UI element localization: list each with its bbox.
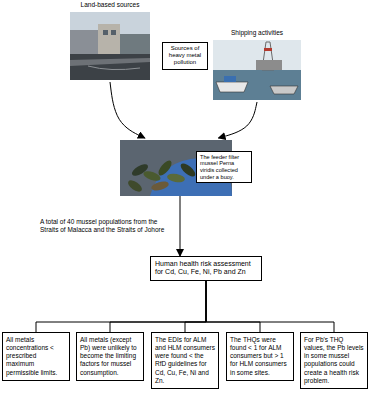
node-text: The THQs were found < 1 for ALM consumer… bbox=[230, 336, 290, 377]
boat bbox=[270, 86, 298, 94]
shore bbox=[70, 58, 150, 66]
building bbox=[98, 24, 120, 56]
node-text: Sources of heavy metal pollution bbox=[165, 45, 205, 67]
connector bbox=[219, 102, 258, 138]
boat-cabin bbox=[224, 76, 236, 82]
connector bbox=[36, 281, 206, 332]
source-box: Sources of heavy metal pollution bbox=[162, 42, 208, 70]
finding-box: For Pb's THQ values, the Pb levels in so… bbox=[300, 332, 368, 389]
building bbox=[70, 30, 100, 56]
finding-box: All metals (except Pb) were unlikely to … bbox=[76, 332, 144, 381]
sea bbox=[213, 70, 301, 100]
finding-box: The THQs were found < 1 for ALM consumer… bbox=[226, 332, 294, 381]
node-text: For Pb's THQ values, the Pb levels in so… bbox=[304, 336, 364, 385]
edge-label: A total of 40 mussel populations from th… bbox=[40, 218, 174, 234]
photo-sky bbox=[213, 40, 301, 100]
rig-deck bbox=[256, 60, 282, 70]
building bbox=[120, 34, 150, 56]
photo-sky bbox=[70, 12, 150, 80]
window bbox=[103, 30, 108, 35]
node-text: The feeder filter mussel Perna viridis c… bbox=[196, 151, 252, 184]
window bbox=[111, 30, 116, 35]
mussel bbox=[166, 172, 185, 183]
node-text: Land-based sources bbox=[81, 0, 140, 8]
mussel bbox=[150, 180, 169, 192]
node-text: All metals concentrations < prescribed m… bbox=[6, 336, 66, 377]
connector bbox=[110, 281, 206, 332]
ripple bbox=[88, 66, 140, 70]
mussel bbox=[126, 178, 144, 194]
mussel bbox=[179, 161, 198, 179]
node-text: Shipping activities bbox=[231, 28, 283, 36]
mussel-photo-panel: The feeder filter mussel Perna viridis c… bbox=[118, 138, 252, 196]
shipping-photo bbox=[213, 40, 301, 100]
node-text: All metals (except Pb) were unlikely to … bbox=[80, 336, 140, 377]
photo-panel: Shipping activities bbox=[210, 28, 304, 102]
connector bbox=[206, 281, 260, 332]
edge-label-box: A total of 40 mussel populations from th… bbox=[40, 218, 174, 234]
connector bbox=[110, 82, 145, 138]
finding-box: The EDIs for ALM and HLM consumers were … bbox=[151, 332, 219, 389]
finding-box: All metals concentrations < prescribed m… bbox=[2, 332, 70, 381]
node-text: Human health risk assessment for Cd, Cu,… bbox=[155, 260, 257, 277]
rig-band bbox=[264, 48, 272, 51]
water bbox=[70, 54, 150, 80]
node-text: The EDIs for ALM and HLM consumers were … bbox=[155, 336, 215, 385]
boat bbox=[216, 82, 248, 92]
connector bbox=[206, 281, 334, 332]
connector bbox=[185, 281, 206, 332]
connector bbox=[180, 196, 181, 256]
assessment-box: Human health risk assessment for Cd, Cu,… bbox=[150, 256, 262, 281]
photo-panel: Land-based sources bbox=[62, 0, 158, 82]
land-photo bbox=[70, 12, 150, 80]
